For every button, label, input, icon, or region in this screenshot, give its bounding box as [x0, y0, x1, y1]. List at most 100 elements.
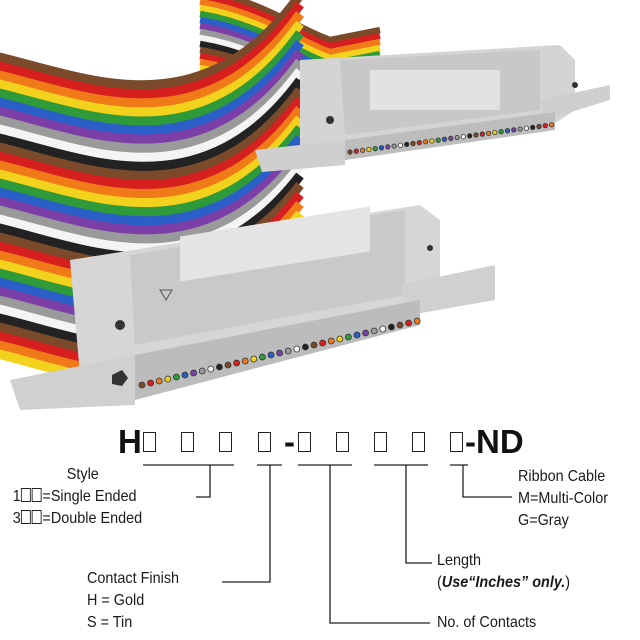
cable-wire: [0, 153, 304, 244]
contact-hole: [224, 361, 232, 369]
contact-hole: [479, 131, 485, 137]
contact-hole: [293, 345, 301, 353]
contact-hole: [190, 369, 198, 377]
contact-hole: [310, 341, 318, 349]
contact-hole: [353, 331, 361, 339]
contact-hole: [267, 351, 275, 359]
single-ended: =Single Ended: [42, 488, 137, 505]
contact-finish-title: Contact Finish: [87, 570, 180, 587]
upper-connector: [255, 45, 610, 172]
contacts-label: No. of Contacts: [437, 614, 537, 631]
contact-hole: [198, 367, 206, 375]
cable-wire: [0, 163, 304, 253]
ribbon-title: Ribbon Cable: [518, 468, 606, 485]
lower-contact-row: [138, 317, 421, 389]
contact-hole: [347, 149, 353, 155]
contact-hole: [391, 143, 397, 149]
contact-hole: [454, 134, 460, 141]
contact-hole: [241, 357, 249, 365]
cable-wire: [0, 96, 304, 190]
contact-hole: [359, 147, 366, 153]
contact-hole: [353, 148, 359, 154]
contact-hole: [536, 123, 542, 130]
cable-wire: [0, 30, 304, 126]
contact-hole: [378, 145, 385, 151]
style-box-2: [181, 432, 194, 452]
contact-hole: [301, 343, 309, 351]
contact-hole: [215, 363, 223, 371]
contacts-box-2: [336, 432, 349, 452]
contact-hole: [460, 134, 466, 140]
part-separator: -: [284, 423, 295, 460]
length-label: Length (Use“Inches” only.): [437, 550, 570, 594]
contact-hole: [147, 379, 155, 387]
contact-hole: [172, 373, 180, 381]
length-box-1: [374, 432, 387, 452]
contact-hole: [492, 129, 498, 136]
paren-close: ): [565, 574, 571, 591]
contact-hole: [207, 365, 215, 373]
cable-wire: [0, 77, 304, 172]
contact-hole: [276, 349, 284, 357]
contact-hole: [181, 371, 189, 379]
ribbon-multi: M=Multi-Color: [518, 490, 609, 507]
cable-wire: [0, 87, 304, 181]
contact-hole: [498, 129, 504, 135]
cable-wire: [0, 68, 304, 163]
ribbon-cable-label: Ribbon Cable M=Multi-Color G=Gray: [518, 466, 608, 532]
ribbon-gray: G=Gray: [518, 512, 569, 529]
contact-hole: [250, 355, 258, 363]
contact-finish-label: Contact Finish H = Gold S = Tin: [87, 568, 179, 634]
ribbon-box: [450, 432, 463, 452]
cable-wire: [0, 1, 304, 99]
style-label: Style 1=Single Ended 3=Double Ended: [13, 464, 142, 530]
contact-hole: [327, 337, 335, 345]
contact-hole: [336, 335, 344, 343]
paren-open: (: [437, 574, 442, 591]
contact-hole: [429, 138, 435, 144]
lower-connector: [10, 205, 495, 410]
contacts-box-1: [298, 432, 311, 452]
single-prefix: 1: [12, 488, 21, 505]
cable-wire: [0, 20, 304, 117]
contact-hole: [504, 128, 511, 134]
contact-hole: [404, 141, 410, 147]
finish-tin: S = Tin: [87, 614, 133, 631]
contact-hole: [435, 137, 441, 143]
contact-hole: [485, 130, 492, 136]
style-box-1: [143, 432, 156, 452]
contact-hole: [405, 319, 413, 327]
cable-wire: [0, 49, 304, 145]
part-prefix: H: [118, 423, 142, 460]
contact-hole: [319, 339, 327, 347]
double-prefix: 3: [12, 510, 21, 527]
cable-wire: [0, 11, 304, 108]
upper-contact-row: [347, 122, 555, 155]
cable-wire: [0, 58, 304, 154]
cable-wire: [0, 0, 303, 90]
contact-hole: [366, 146, 372, 153]
contact-hole: [155, 377, 163, 385]
contact-hole: [372, 146, 378, 152]
contact-hole: [410, 140, 416, 147]
contact-hole: [511, 127, 517, 133]
length-title: Length: [437, 552, 482, 569]
contact-hole: [422, 139, 429, 145]
length-note: Use“Inches” only.: [441, 574, 566, 591]
contact-hole: [542, 123, 548, 129]
contact-hole: [396, 321, 404, 329]
contact-hole: [164, 375, 172, 383]
cable-wire: [0, 125, 304, 217]
contact-hole: [370, 327, 378, 335]
style-box-3: [219, 432, 232, 452]
contact-hole: [517, 126, 523, 132]
contact-hole: [416, 140, 422, 146]
part-suffix: -ND: [465, 423, 524, 460]
ribbon-cable-assembly-photo: [0, 0, 610, 410]
contact-hole: [548, 122, 555, 128]
contact-hole: [233, 359, 241, 367]
contact-hole: [362, 329, 370, 337]
contact-hole: [284, 347, 292, 355]
contact-hole: [387, 323, 395, 331]
contact-hole: [448, 135, 454, 141]
